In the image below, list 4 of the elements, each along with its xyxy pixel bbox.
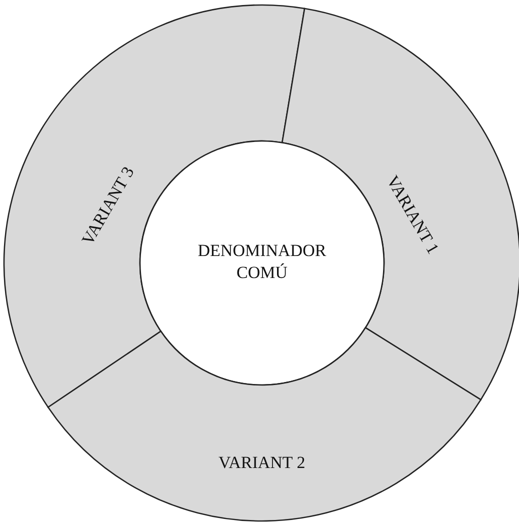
segment-label: VARIANT 2 bbox=[218, 452, 306, 474]
center-label: DENOMINADOR COMÚ bbox=[196, 240, 328, 284]
ring-segment bbox=[47, 327, 482, 522]
center-circle bbox=[139, 140, 385, 386]
